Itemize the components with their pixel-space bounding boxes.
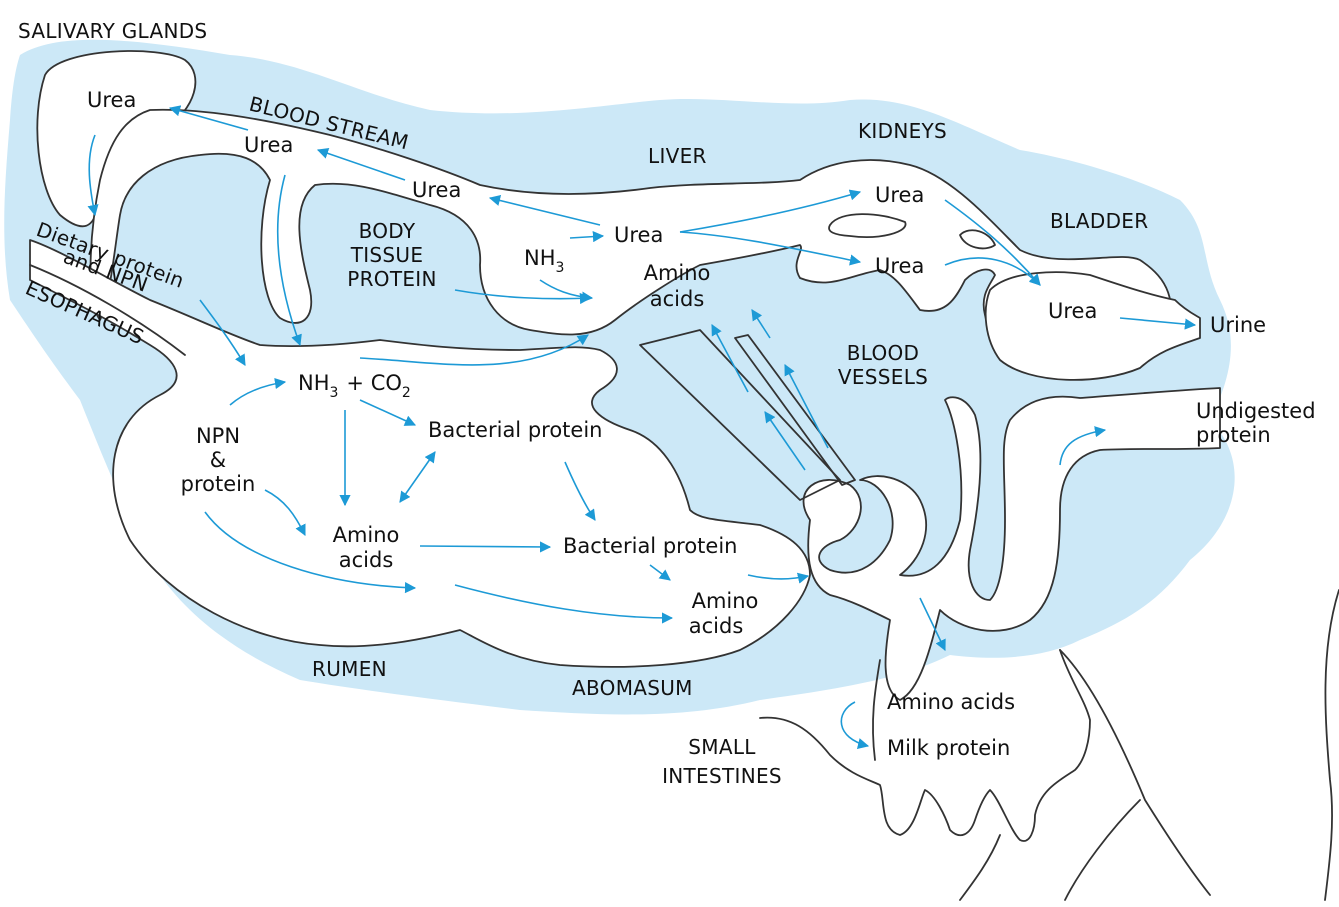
npn-protein-line-3: protein (181, 472, 256, 496)
amino-acids-liver-line-1: Amino (644, 261, 711, 285)
urine-label: Urine (1210, 313, 1266, 337)
blood-vessels-line-2: VESSELS (838, 365, 928, 389)
undigested-protein-line-2: protein (1196, 423, 1271, 447)
amino-acids-liver-line-2: acids (650, 287, 705, 311)
kidneys-label: KIDNEYS (858, 119, 947, 143)
urea-kidney-1: Urea (875, 183, 924, 207)
body-tissue-protein-line-3: PROTEIN (347, 267, 437, 291)
abomasum-label: ABOMASUM (572, 676, 693, 700)
urea-liver: Urea (614, 223, 663, 247)
urea-bloodstream-2: Urea (412, 178, 461, 202)
bacterial-protein-rumen: Bacterial protein (428, 418, 602, 442)
milk-protein: Milk protein (887, 736, 1010, 760)
urea-bloodstream-1: Urea (244, 133, 293, 157)
urea-salivary: Urea (87, 88, 136, 112)
amino-acids-rumen-line-2: acids (339, 548, 394, 572)
leg-line-2 (1065, 800, 1140, 900)
leg-line-3 (960, 835, 1000, 900)
small-intestines-line-2: INTESTINES (662, 764, 782, 788)
npn-protein-line-2: & (210, 448, 226, 472)
leg-line-4 (1325, 590, 1339, 900)
urea-bladder: Urea (1048, 299, 1097, 323)
leg-line-1 (1060, 650, 1210, 895)
urea-kidney-2: Urea (875, 254, 924, 278)
npn-protein-line-1: NPN (196, 424, 240, 448)
salivary-glands-label: SALIVARY GLANDS (18, 19, 207, 43)
body-tissue-protein-line-2: TISSUE (350, 243, 424, 267)
amino-acids-abomasum-line-1: Amino (692, 589, 759, 613)
amino-acids-rumen-line-1: Amino (333, 523, 400, 547)
bacterial-protein-abomasum: Bacterial protein (563, 534, 737, 558)
body-tissue-protein-line-1: BODY (359, 219, 416, 243)
liver-label: LIVER (648, 144, 707, 168)
blood-vessels-line-1: BLOOD (847, 341, 920, 365)
rumen-label: RUMEN (312, 657, 387, 681)
undigested-protein-line-1: Undigested (1196, 399, 1316, 423)
amino-acids-udder: Amino acids (887, 690, 1015, 714)
amino-acids-abomasum-line-2: acids (689, 614, 744, 638)
bladder-label: BLADDER (1050, 209, 1148, 233)
small-intestines-line-1: SMALL (688, 735, 756, 759)
